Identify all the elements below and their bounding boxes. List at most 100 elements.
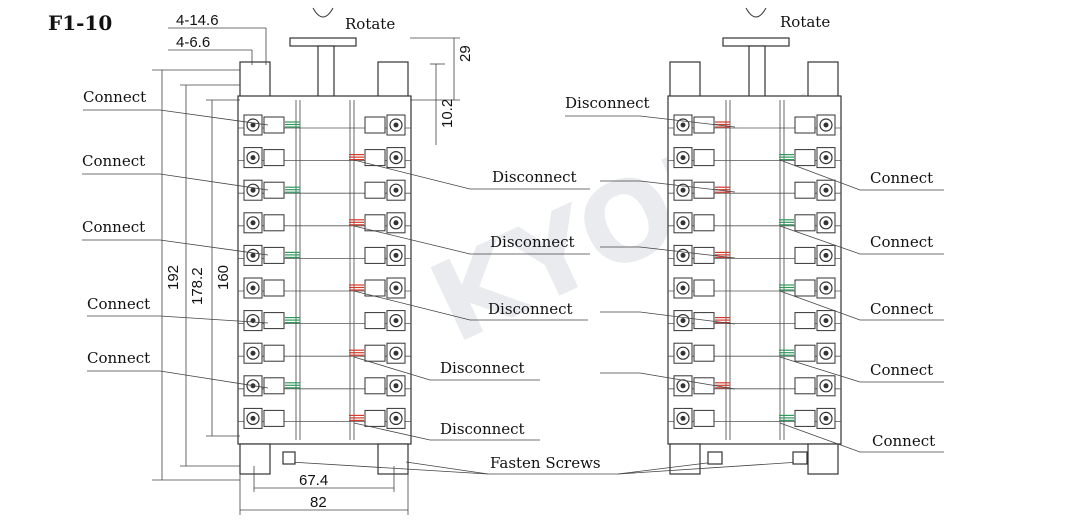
screw-head-icon xyxy=(393,187,399,193)
screw-head-icon xyxy=(823,318,829,324)
contact-housing xyxy=(263,279,285,297)
left-connect-label-4: Connect xyxy=(87,295,150,313)
undefined-terminal-row xyxy=(668,212,841,234)
left-disconnect-label-3: Disconnect xyxy=(488,300,573,318)
contact-housing xyxy=(794,279,816,297)
screw-head-icon xyxy=(823,285,829,291)
contact-housing xyxy=(693,377,715,395)
dim-height-192: 192 xyxy=(165,265,182,290)
left-disconnect-label-5: Disconnect xyxy=(440,420,525,438)
screw-head-icon xyxy=(680,383,686,389)
ear-br-left xyxy=(377,443,409,475)
screw-head-icon xyxy=(250,285,256,291)
undefined-terminal-row xyxy=(238,147,411,169)
screw-head-icon xyxy=(823,155,829,161)
contact-housing xyxy=(693,149,715,167)
contact-housing xyxy=(364,246,386,264)
screw-left-1 xyxy=(282,451,296,465)
screw-head-icon xyxy=(250,252,256,258)
contact-housing xyxy=(693,181,715,199)
screw-head-icon xyxy=(393,415,399,421)
screw-head-icon xyxy=(680,252,686,258)
contact-housing xyxy=(693,312,715,330)
rotate-arc-left xyxy=(312,7,334,18)
dim-height-29: 29 xyxy=(457,45,474,62)
contact-housing xyxy=(693,116,715,134)
dim-hole-small: 4-6.6 xyxy=(176,34,210,51)
undefined-terminal-row xyxy=(668,114,841,136)
contact-housing xyxy=(364,377,386,395)
contact-housing xyxy=(693,279,715,297)
right-connect-label-4: Connect xyxy=(870,361,933,379)
dim-width-67: 67.4 xyxy=(299,472,328,489)
undefined-terminal-row xyxy=(238,375,411,397)
ear-bl-left xyxy=(239,443,271,475)
screw-head-icon xyxy=(250,415,256,421)
screw-head-icon xyxy=(680,350,686,356)
contact-housing xyxy=(263,377,285,395)
left-connect-labels: Connect Connect Connect Connect Connect xyxy=(82,88,269,389)
screw-head-icon xyxy=(680,285,686,291)
contact-housing xyxy=(794,312,816,330)
fasten-screws-label: Fasten Screws xyxy=(490,454,601,472)
contact-housing xyxy=(263,246,285,264)
shaft-right xyxy=(748,45,766,99)
contact-housing xyxy=(794,246,816,264)
ear-tr-left xyxy=(377,61,409,99)
contact-housing xyxy=(364,181,386,199)
screw-head-icon xyxy=(680,187,686,193)
undefined-terminal-row xyxy=(668,244,841,266)
rotate-label-right: Rotate xyxy=(780,13,830,31)
undefined-terminal-row xyxy=(668,310,841,332)
undefined-terminal-row xyxy=(668,342,841,364)
ear-tr-right xyxy=(807,61,839,99)
dim-height-178: 178.2 xyxy=(189,267,206,305)
right-switch-drawing xyxy=(667,7,842,475)
left-switch-drawing: 4-14.6 4-6.6 192 178.2 160 29 10.2 67.4 … xyxy=(152,7,474,515)
left-disconnect-labels: Disconnect Disconnect Disconnect Disconn… xyxy=(353,159,590,441)
ear-tl-left xyxy=(239,61,271,99)
right-connect-label-2: Connect xyxy=(870,233,933,251)
left-connect-label-3: Connect xyxy=(82,218,145,236)
contact-housing xyxy=(794,181,816,199)
rotate-arc-right xyxy=(745,7,767,18)
screw-head-icon xyxy=(823,383,829,389)
undefined-terminal-row xyxy=(238,114,411,136)
dim-height-160: 160 xyxy=(215,265,232,290)
contact-housing xyxy=(364,214,386,232)
screw-head-icon xyxy=(250,155,256,161)
right-connect-label-3: Connect xyxy=(870,300,933,318)
contact-housing xyxy=(364,312,386,330)
screw-head-icon xyxy=(823,220,829,226)
contact-housing xyxy=(693,409,715,427)
contact-housing xyxy=(364,344,386,362)
undefined-terminal-row xyxy=(238,277,411,299)
shaft-flange-left xyxy=(289,37,357,47)
screw-head-icon xyxy=(823,350,829,356)
screw-head-icon xyxy=(393,252,399,258)
contact-housing xyxy=(693,214,715,232)
undefined-terminal-row xyxy=(668,147,841,169)
rotate-label-left: Rotate xyxy=(345,15,395,33)
screw-head-icon xyxy=(823,252,829,258)
screw-head-icon xyxy=(823,187,829,193)
undefined-terminal-row xyxy=(668,375,841,397)
contact-housing xyxy=(794,149,816,167)
contact-housing xyxy=(693,344,715,362)
shaft-flange-right xyxy=(722,37,790,47)
screw-head-icon xyxy=(250,187,256,193)
right-disconnect-label-1: Disconnect xyxy=(565,94,650,112)
left-connect-label-1: Connect xyxy=(83,88,146,106)
right-connect-label-5: Connect xyxy=(872,432,935,450)
left-connect-label-2: Connect xyxy=(82,152,145,170)
screw-right-1 xyxy=(707,451,723,465)
contact-housing xyxy=(263,149,285,167)
dim-width-82: 82 xyxy=(310,494,327,511)
ear-tl-right xyxy=(669,61,701,99)
contact-housing xyxy=(263,409,285,427)
screw-head-icon xyxy=(823,122,829,128)
page-title: F1-10 xyxy=(48,11,112,35)
dim-height-10-2: 10.2 xyxy=(439,99,456,128)
dim-hole-top: 4-14.6 xyxy=(176,12,219,29)
